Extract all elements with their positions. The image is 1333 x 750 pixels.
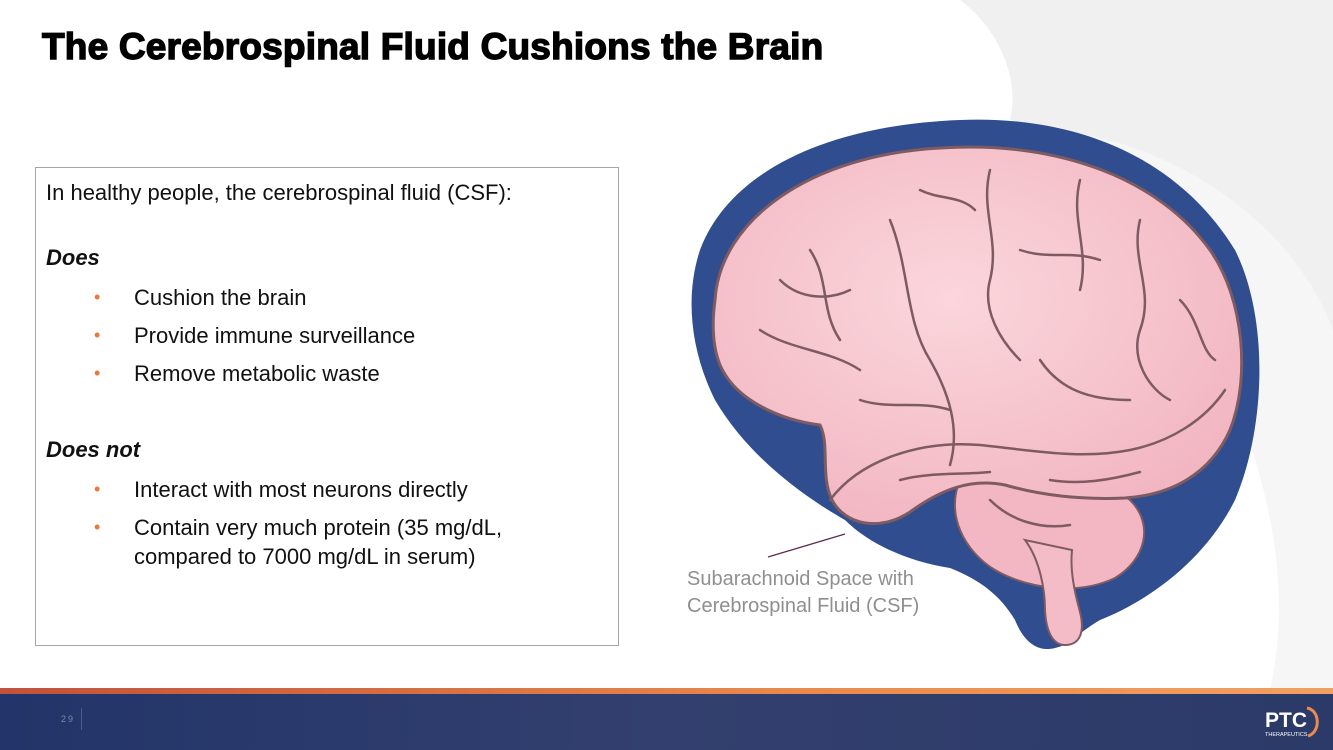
list-item-text: Cushion the brain — [134, 285, 307, 310]
intro-text: In healthy people, the cerebrospinal flu… — [46, 180, 512, 205]
does-not-heading: Does not — [46, 437, 141, 462]
bullet-icon: • — [94, 363, 101, 383]
bullet-icon: • — [94, 287, 101, 307]
csf-function-textbox: In healthy people, the cerebrospinal flu… — [35, 167, 619, 646]
brain-illustration — [691, 119, 1260, 650]
bullet-icon: • — [94, 325, 101, 345]
svg-text:THERAPEUTICS: THERAPEUTICS — [1265, 732, 1308, 738]
footer-bar: 29 PTC THERAPEUTICS — [0, 694, 1333, 750]
list-item: • Contain very much protein (35 mg/dL, c… — [94, 513, 574, 571]
does-list: • Cushion the brain • Provide immune sur… — [94, 283, 415, 397]
list-item: • Interact with most neurons directly — [94, 475, 574, 504]
footer-accent-strip — [0, 688, 1333, 694]
does-not-list: • Interact with most neurons directly • … — [94, 475, 574, 580]
list-item-text: Provide immune surveillance — [134, 323, 416, 348]
svg-text:PTC: PTC — [1265, 709, 1307, 732]
csf-label: Subarachnoid Space with Cerebrospinal Fl… — [687, 568, 920, 617]
label-pointer-line — [767, 533, 846, 558]
slide-title: The Cerebrospinal Fluid Cushions the Bra… — [41, 25, 824, 67]
cerebrum — [711, 145, 1244, 526]
ptc-logo: PTC THERAPEUTICS — [1265, 706, 1319, 738]
list-item-text: Contain very much protein (35 mg/dL, com… — [134, 515, 503, 569]
list-item: • Remove metabolic waste — [94, 359, 415, 388]
brain-folds — [758, 168, 1227, 528]
list-item-text: Remove metabolic waste — [134, 361, 380, 386]
list-item: • Provide immune surveillance — [94, 321, 415, 350]
page-number: 29 — [61, 714, 76, 724]
list-item: • Cushion the brain — [94, 283, 415, 312]
does-heading: Does — [46, 245, 100, 270]
bullet-icon: • — [94, 479, 101, 499]
page-divider — [81, 708, 82, 730]
bullet-icon: • — [94, 517, 101, 537]
brainstem — [1022, 538, 1083, 647]
list-item-text: Interact with most neurons directly — [134, 477, 468, 502]
